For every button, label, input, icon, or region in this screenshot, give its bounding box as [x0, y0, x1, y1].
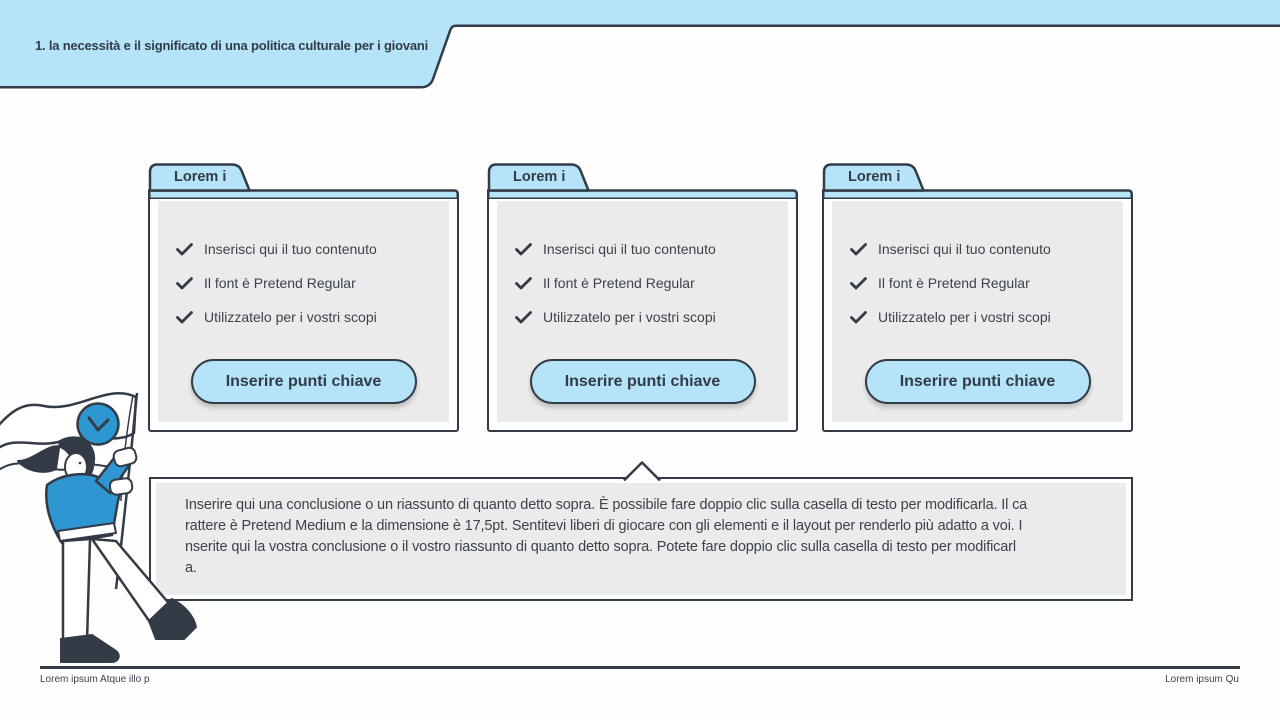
footer-left-text: Lorem ipsum Atque illo p [40, 674, 150, 685]
checklist-item[interactable]: Inserisci qui il tuo contenuto [176, 238, 449, 260]
content-card-1: Lorem i Inserisci qui il tuo contenuto I… [148, 162, 459, 432]
checklist-item-text: Inserisci qui il tuo contenuto [543, 241, 716, 257]
checklist-item[interactable]: Inserisci qui il tuo contenuto [515, 238, 788, 260]
footer-right-text: Lorem ipsum Qu [1165, 674, 1239, 685]
conclusion-text-line: nserite qui la vostra conclusione o il v… [185, 539, 1016, 555]
folder-tab-shape [148, 163, 459, 200]
key-points-button[interactable]: Inserire punti chiave [190, 359, 417, 404]
checklist-item[interactable]: Utilizzatelo per i vostri scopi [176, 306, 449, 328]
conclusion-text-line: a. [185, 560, 197, 576]
checklist-item-text: Utilizzatelo per i vostri scopi [878, 309, 1051, 325]
check-icon [515, 310, 532, 323]
checklist-item[interactable]: Utilizzatelo per i vostri scopi [515, 306, 788, 328]
checklist-item[interactable]: Utilizzatelo per i vostri scopi [850, 306, 1123, 328]
check-icon [515, 276, 532, 289]
check-icon [850, 242, 867, 255]
checklist-item-text: Utilizzatelo per i vostri scopi [204, 309, 377, 325]
check-icon [176, 242, 193, 255]
check-icon [515, 242, 532, 255]
folder-tab-shape [822, 163, 1133, 200]
card-panel: Inserisci qui il tuo contenuto Il font è… [832, 201, 1123, 422]
checklist-item[interactable]: Il font è Pretend Regular [850, 272, 1123, 294]
card-body: Inserisci qui il tuo contenuto Il font è… [822, 199, 1133, 432]
checklist-item-text: Il font è Pretend Regular [878, 275, 1030, 291]
header-banner-shape [0, 0, 1280, 89]
check-icon [176, 276, 193, 289]
content-card-2: Lorem i Inserisci qui il tuo contenuto I… [487, 162, 798, 432]
conclusion-panel: Inserire qui una conclusione o un riassu… [156, 483, 1126, 595]
speech-pointer [623, 460, 661, 481]
person-figure [17, 436, 197, 663]
checklist-item-text: Inserisci qui il tuo contenuto [204, 241, 377, 257]
check-icon [850, 276, 867, 289]
card-body: Inserisci qui il tuo contenuto Il font è… [148, 199, 459, 432]
folder-tab-shape [487, 163, 798, 200]
checklist-item-text: Il font è Pretend Regular [204, 275, 356, 291]
card-panel: Inserisci qui il tuo contenuto Il font è… [497, 201, 788, 422]
clock-icon [76, 402, 120, 446]
check-icon [176, 310, 193, 323]
checklist-item-text: Utilizzatelo per i vostri scopi [543, 309, 716, 325]
checklist-item-text: Il font è Pretend Regular [543, 275, 695, 291]
card-tab-label[interactable]: Lorem i [848, 169, 901, 185]
card-body: Inserisci qui il tuo contenuto Il font è… [487, 199, 798, 432]
conclusion-box[interactable]: Inserire qui una conclusione o un riassu… [149, 460, 1133, 601]
slide-title[interactable]: 1. la necessità e il significato di una … [35, 38, 429, 53]
card-tab-label[interactable]: Lorem i [513, 169, 566, 185]
footer-divider [40, 666, 1240, 669]
card-panel: Inserisci qui il tuo contenuto Il font è… [158, 201, 449, 422]
checklist-item[interactable]: Il font è Pretend Regular [176, 272, 449, 294]
person-flag-clock-illustration [0, 391, 197, 663]
checklist-item-text: Inserisci qui il tuo contenuto [878, 241, 1051, 257]
conclusion-text-line: rattere è Pretend Medium e la dimensione… [185, 518, 1023, 534]
key-points-button[interactable]: Inserire punti chiave [864, 359, 1091, 404]
card-tab-label[interactable]: Lorem i [174, 169, 227, 185]
checklist-item[interactable]: Il font è Pretend Regular [515, 272, 788, 294]
conclusion-text-line: Inserire qui una conclusione o un riassu… [185, 497, 1028, 513]
checklist-item[interactable]: Inserisci qui il tuo contenuto [850, 238, 1123, 260]
checklist: Inserisci qui il tuo contenuto Il font è… [497, 201, 788, 328]
checklist: Inserisci qui il tuo contenuto Il font è… [158, 201, 449, 328]
key-points-button[interactable]: Inserire punti chiave [529, 359, 756, 404]
content-card-3: Lorem i Inserisci qui il tuo contenuto I… [822, 162, 1133, 432]
check-icon [850, 310, 867, 323]
checklist: Inserisci qui il tuo contenuto Il font è… [832, 201, 1123, 328]
